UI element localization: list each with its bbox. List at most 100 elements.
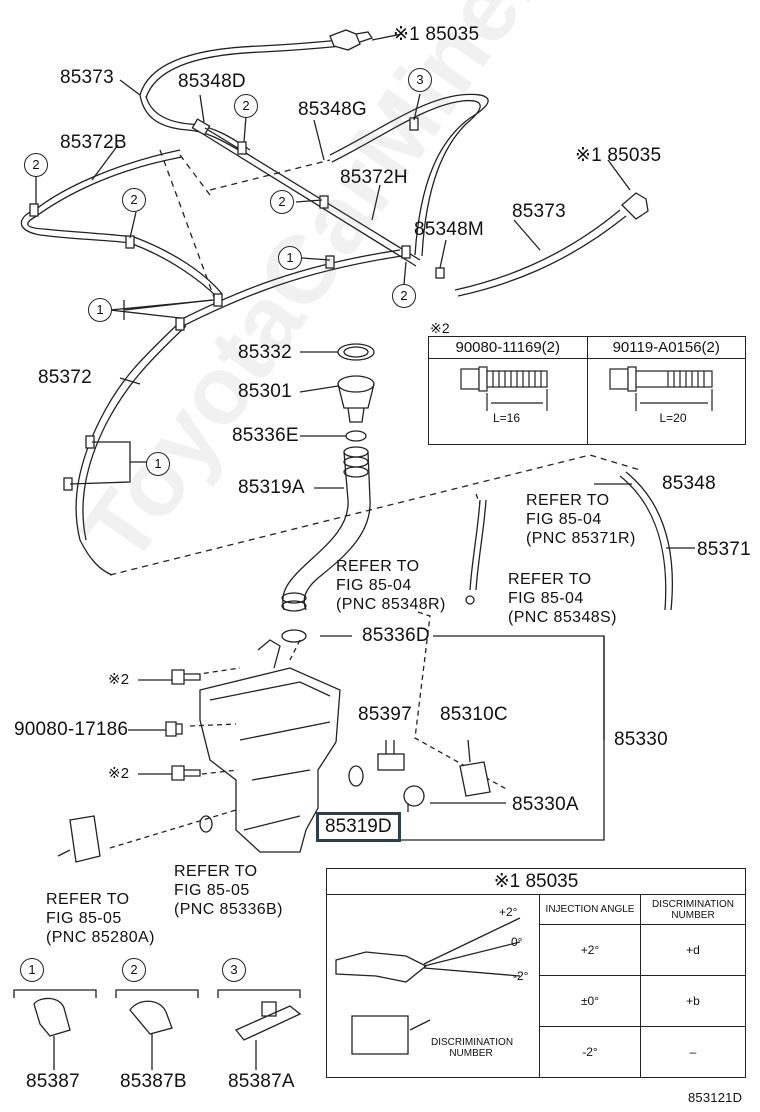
- hose-85372: [75, 321, 181, 576]
- angle-down: -2°: [513, 969, 529, 983]
- part-85348M[interactable]: 85348M: [414, 219, 484, 240]
- bolt-lower: [171, 765, 201, 781]
- nozzle-table-title: ※1 85035: [326, 868, 746, 895]
- grommet-85330A: [403, 785, 425, 807]
- part-85319D-highlighted[interactable]: 85319D: [316, 812, 401, 842]
- col-injection-angle: INJECTION ANGLE: [539, 894, 641, 925]
- part-85332[interactable]: 85332: [238, 342, 292, 363]
- bolt-lower-mark: ※2: [108, 765, 130, 782]
- callout-2: 2: [270, 190, 294, 214]
- callout-1: 1: [278, 246, 302, 270]
- length-16: L=16: [493, 411, 521, 425]
- grommet-85319D: [348, 765, 364, 787]
- row-number: –: [640, 1026, 746, 1078]
- part-85387B[interactable]: 85387B: [120, 1071, 187, 1092]
- part-85330A[interactable]: 85330A: [512, 794, 579, 815]
- bolt-upper-mark: ※2: [108, 671, 130, 688]
- bolt-image-2: L=20: [586, 358, 746, 445]
- callout-1: 1: [88, 298, 112, 322]
- row-number: +d: [640, 924, 746, 976]
- bolt-col-90119-A0156[interactable]: 90119-A0156(2): [586, 336, 746, 359]
- nozzle-85035-right: [621, 192, 649, 220]
- part-85035-top[interactable]: 85035: [425, 24, 480, 45]
- callout-2: 2: [392, 284, 416, 308]
- part-85371[interactable]: 85371: [697, 539, 751, 560]
- disc-number-label: DISCRIMINATION NUMBER: [431, 1037, 514, 1059]
- part-85372H[interactable]: 85372H: [340, 167, 408, 188]
- note1-mark: ※1: [575, 145, 602, 166]
- hose-85371: [619, 475, 667, 611]
- part-85348[interactable]: 85348: [662, 473, 716, 494]
- row-angle: -2°: [539, 1026, 641, 1078]
- part-85372[interactable]: 85372: [38, 367, 92, 388]
- part-85336E[interactable]: 85336E: [232, 425, 299, 446]
- part-85310C[interactable]: 85310C: [440, 704, 508, 725]
- figure-code: 853121D: [688, 1090, 743, 1105]
- note1-mark: ※1: [393, 24, 420, 45]
- label-85035-top-mark: ※1 85035: [393, 25, 479, 45]
- callout-3: 3: [222, 958, 246, 982]
- part-85301[interactable]: 85301: [238, 381, 292, 402]
- washer-tank-85330: [199, 667, 341, 853]
- part-85348D[interactable]: 85348D: [178, 71, 246, 92]
- callout-3: 3: [408, 68, 432, 92]
- refer-85336B[interactable]: REFER TO FIG 85-05 (PNC 85336B): [174, 863, 283, 918]
- nozzle-illustration: +2° 0° -2° DISCRIMINATION NUMBER: [326, 894, 540, 1078]
- part-85373-right[interactable]: 85373: [512, 201, 566, 222]
- nozzle-table-part[interactable]: 85035: [525, 871, 579, 892]
- hose-85373-right: [454, 209, 621, 291]
- callout-1: 1: [146, 452, 170, 476]
- bolt-upper: [171, 669, 201, 685]
- sensor-85397: [377, 753, 405, 771]
- grommet-90080-17186: [165, 721, 183, 737]
- oring-85336D: [281, 629, 307, 643]
- bolt-table: 90080-11169(2) 90119-A0156(2) L=16: [428, 336, 746, 445]
- oring-85336E: [345, 430, 367, 442]
- part-85397[interactable]: 85397: [358, 704, 412, 725]
- hose-85372-upper: [179, 249, 401, 321]
- note1-mark: ※1: [493, 871, 521, 892]
- part-85319A[interactable]: 85319A: [238, 477, 305, 498]
- part-85035-right[interactable]: 85035: [607, 145, 662, 166]
- row-angle: +2°: [539, 924, 641, 976]
- angle-zero: 0°: [511, 935, 523, 949]
- bolt-icon: [608, 366, 713, 411]
- refer-85371R[interactable]: REFER TO FIG 85-04 (PNC 85371R): [526, 492, 636, 547]
- inlet-85301: [337, 375, 375, 393]
- part-85330[interactable]: 85330: [614, 729, 668, 750]
- length-20: L=20: [659, 411, 687, 425]
- label-85035-right: ※1 85035: [575, 146, 661, 166]
- refer-85348S[interactable]: REFER TO FIG 85-04 (PNC 85348S): [508, 571, 617, 626]
- clip-85387B: [129, 1000, 173, 1035]
- refer-85348R[interactable]: REFER TO FIG 85-04 (PNC 85348R): [336, 558, 446, 613]
- hose-85372B: [34, 149, 181, 211]
- bolt-image-1: L=16: [428, 358, 588, 445]
- motor-85280A: [69, 815, 101, 863]
- bolt-col-90080-11169[interactable]: 90080-11169(2): [428, 336, 588, 359]
- part-85373-top[interactable]: 85373: [60, 67, 114, 88]
- nozzle-85035-top: [329, 29, 361, 51]
- part-85387[interactable]: 85387: [26, 1071, 80, 1092]
- refer-85280A[interactable]: REFER TO FIG 85-05 (PNC 85280A): [46, 891, 155, 946]
- clip-85387A: [234, 1001, 302, 1041]
- callout-2: 2: [122, 188, 146, 212]
- part-85336D[interactable]: 85336D: [362, 625, 430, 646]
- hose-85373-top: [139, 39, 341, 96]
- part-90080-17186[interactable]: 90080-17186: [14, 719, 129, 740]
- col-discrimination-number: DISCRIMINATION NUMBER: [640, 894, 746, 925]
- callout-1: 1: [20, 958, 44, 982]
- angle-up: +2°: [499, 905, 518, 919]
- part-85387A[interactable]: 85387A: [228, 1071, 295, 1092]
- callout-2: 2: [234, 94, 258, 118]
- pump-85310C: [459, 761, 491, 797]
- bolt-table-mark: ※2: [430, 320, 450, 336]
- callout-2: 2: [24, 153, 48, 177]
- row-number: +b: [640, 975, 746, 1027]
- part-85348G[interactable]: 85348G: [298, 99, 367, 120]
- callout-2: 2: [122, 958, 146, 982]
- part-85372B[interactable]: 85372B: [60, 132, 127, 153]
- joint-85348D: [191, 118, 211, 136]
- clip-85387: [33, 997, 71, 1037]
- nozzle-table: ※1 85035 +2° 0° -2° DISCRIMINATION NUMBE…: [326, 868, 746, 1078]
- row-angle: ±0°: [539, 975, 641, 1027]
